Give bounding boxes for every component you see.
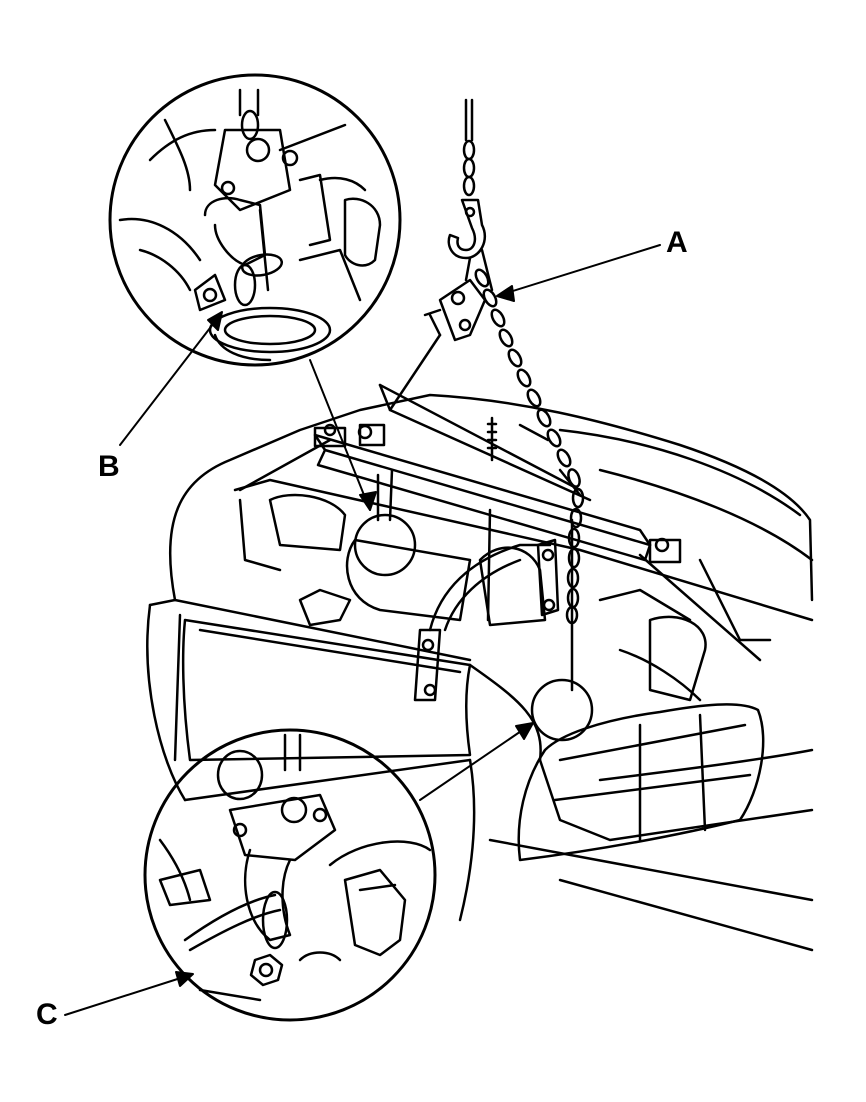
engine-support-hanger	[238, 278, 772, 702]
grille	[181, 618, 472, 762]
headlight	[517, 703, 765, 862]
detail-c-inset	[143, 728, 437, 1022]
leader-lines	[64, 244, 661, 1016]
lifting-chain	[447, 98, 585, 625]
chain-icon	[474, 268, 585, 625]
vehicle-body	[146, 393, 814, 952]
callout-label-b: B	[98, 450, 120, 483]
detail-circle-c	[530, 678, 594, 742]
detail-circle-b	[353, 513, 417, 577]
callout-label-c: C	[36, 998, 58, 1031]
callout-label-a: A	[666, 226, 688, 259]
detail-b-inset	[108, 73, 402, 367]
lifting-hook-icon	[447, 198, 487, 260]
